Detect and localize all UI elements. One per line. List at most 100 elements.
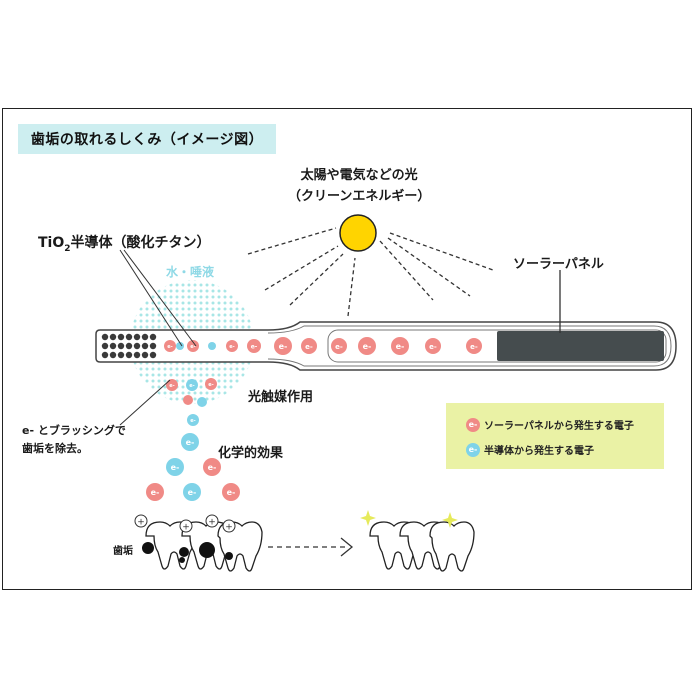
tio2-formula: TiO: [38, 235, 65, 251]
svg-text:e-: e-: [227, 488, 236, 497]
semiconductor-electron-icon: e-: [181, 433, 199, 451]
solar-panel-label: ソーラーパネル: [513, 257, 604, 272]
solar-electron-icon: e-: [358, 337, 376, 355]
solar-electron-icon: e-: [166, 379, 178, 391]
legend-label-solar: ソーラーパネルから発生する電子: [484, 421, 634, 432]
light-ray: [379, 240, 434, 301]
toothbrush-handle-inner: [267, 325, 672, 367]
svg-text:e-: e-: [190, 418, 195, 424]
handle-window: [327, 329, 667, 363]
solar-electron-icon: e-: [205, 378, 217, 390]
light-ray: [264, 245, 339, 291]
tio2-label: TiO2半導体（酸化チタン）: [38, 232, 211, 254]
solar-electron-icon: e-: [247, 339, 261, 353]
bristle: [133, 342, 141, 350]
light-ray: [289, 253, 344, 306]
solar-electron-icon: e-: [466, 338, 482, 354]
plaque-spots: [142, 542, 233, 563]
solar-electron-icon: e-: [226, 340, 238, 352]
brushing-pointer: [119, 379, 171, 426]
bristle: [125, 351, 133, 359]
water-saliva-label: 水・唾液: [166, 265, 215, 279]
tio2-pointer: [119, 249, 183, 347]
bristle: [101, 351, 109, 359]
sun-icon: [339, 214, 377, 252]
tio2-description: 半導体（酸化チタン）: [70, 235, 211, 251]
light-ray: [247, 227, 337, 255]
light-source-label-line2: （クリーンエネルギー）: [288, 189, 431, 204]
semiconductor-electron-icon: [176, 342, 184, 350]
bristle: [133, 333, 141, 341]
bristles: [101, 333, 157, 359]
svg-text:e-: e-: [470, 343, 478, 351]
plaque-spot: [225, 552, 233, 560]
semiconductor-electron-icon: e-: [166, 458, 184, 476]
svg-text:e-: e-: [151, 488, 160, 497]
solar-electron-icon: e-: [391, 337, 409, 355]
svg-text:e-: e-: [229, 344, 234, 350]
svg-text:e-: e-: [169, 383, 174, 389]
bristle: [109, 333, 117, 341]
legend-item-solar: e- ソーラーパネルから発生する電子: [466, 417, 634, 432]
svg-text:+: +: [225, 523, 233, 533]
semiconductor-electron-icon: e-: [466, 442, 480, 457]
bristle: [149, 351, 157, 359]
svg-text:+: +: [137, 518, 145, 528]
legend-item-semiconductor: e- 半導体から発生する電子: [466, 442, 594, 457]
legend-label-semiconductor: 半導体から発生する電子: [484, 446, 594, 457]
light-ray: [387, 237, 471, 297]
solar-electron-icon: [183, 395, 193, 405]
solar-electron-icon: e-: [146, 483, 164, 501]
svg-text:e-: e-: [335, 343, 343, 351]
plaque-spot: [199, 542, 215, 558]
solar-electron-icon: e-: [164, 340, 176, 352]
bristle: [133, 351, 141, 359]
bristle: [149, 333, 157, 341]
plaque-spot: [142, 542, 154, 554]
svg-text:e-: e-: [171, 463, 180, 472]
bristle: [141, 342, 149, 350]
brush-electron-flow: e-e-e-e-e-e-e-e-e-e-e-: [164, 337, 482, 355]
diagram-title: 歯垢の取れるしくみ（イメージ図）: [18, 124, 276, 154]
svg-text:e-: e-: [305, 343, 313, 351]
bristle: [141, 333, 149, 341]
solar-electron-icon: e-: [425, 338, 441, 354]
tio2-pointer: [123, 249, 197, 347]
solar-electron-icon: e-: [187, 340, 199, 352]
svg-text:e-: e-: [208, 463, 217, 472]
bristle: [141, 351, 149, 359]
tio2-subscript: 2: [64, 243, 71, 254]
positive-charge-icon: [222, 519, 236, 533]
svg-text:e-: e-: [167, 344, 172, 350]
bristle: [149, 342, 157, 350]
semiconductor-electron-icon: [208, 342, 216, 350]
plus-signs: + + + +: [137, 518, 233, 533]
solar-panel: [497, 331, 664, 361]
bristle: [125, 342, 133, 350]
sparkle-icon: [360, 510, 376, 526]
photocatalysis-label: 光触媒作用: [248, 390, 314, 405]
bristle: [101, 333, 109, 341]
light-source-label: 太陽や電気などの光 （クリーンエネルギー）: [288, 165, 430, 207]
solar-electron-icon: e-: [301, 338, 317, 354]
diagram-frame: [2, 108, 692, 590]
svg-text:e-: e-: [189, 383, 194, 389]
plaque-spot: [179, 557, 185, 563]
svg-text:e-: e-: [429, 343, 437, 351]
sparkle-icon: [442, 512, 458, 528]
svg-text:e-: e-: [208, 382, 213, 388]
plaque-label: 歯垢: [113, 546, 133, 557]
bristle: [109, 342, 117, 350]
light-ray: [389, 232, 494, 271]
bristle: [117, 333, 125, 341]
svg-text:e-: e-: [251, 343, 258, 350]
semiconductor-electron-icon: e-: [183, 483, 201, 501]
brushing-label: e- とブラッシングで 歯垢を除去。: [22, 424, 126, 455]
svg-text:e-: e-: [190, 344, 195, 350]
semiconductor-electron-icon: [197, 397, 207, 407]
svg-text:e-: e-: [363, 342, 372, 351]
electron-cloud: e-e-e-e-e-e-e-e-e-e-: [146, 378, 240, 501]
clean-teeth: [369, 521, 475, 572]
plaque-spot: [179, 547, 189, 557]
